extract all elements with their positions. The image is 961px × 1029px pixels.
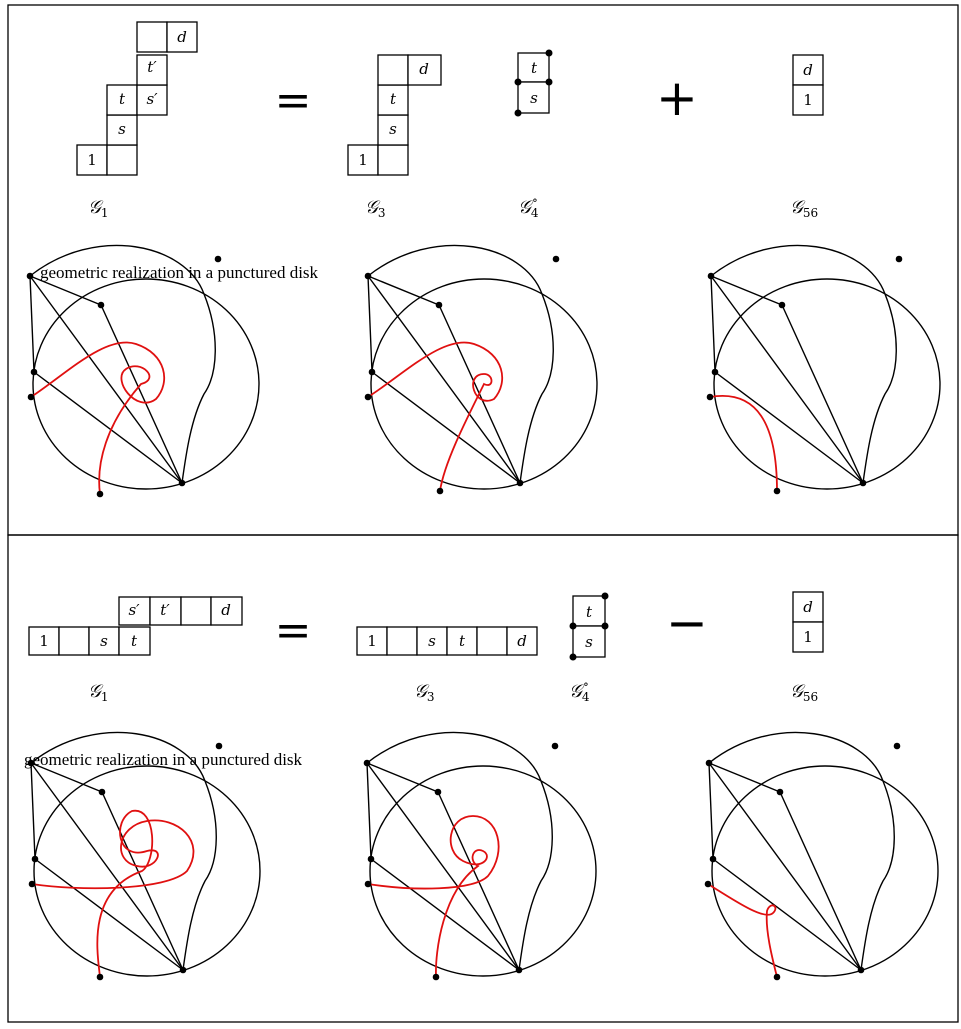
realization-caption: geometric realization in a punctured dis… (40, 263, 319, 282)
corner-dot (601, 592, 609, 600)
red-arc (709, 395, 778, 492)
cell-label: 1 (803, 91, 813, 109)
caption-g1: 𝒢1 (88, 681, 108, 704)
punctured-disk-2 (364, 244, 598, 495)
red-arc (31, 810, 195, 978)
cell-label: s (118, 120, 126, 138)
cell-label: d (177, 28, 187, 46)
cell-label: s′ (128, 601, 140, 619)
cell-label: 1 (87, 151, 97, 169)
punctured-disk-1 (25, 244, 260, 498)
cell-label: d (803, 61, 813, 79)
cell-label: d (517, 632, 527, 650)
cell-label: t′ (147, 58, 157, 76)
young-diagram-g4: t s (569, 592, 609, 661)
red-arc (367, 341, 503, 492)
cell-label: s (530, 89, 538, 107)
cell-label: s (100, 632, 108, 650)
young-diagram-g1: 1 s t s′ t′ d (28, 596, 243, 656)
cell-label: t (586, 603, 593, 621)
panel-subtraction: 1 s t s′ t′ d = 1 s t d t s (7, 534, 959, 1023)
corner-dot (514, 78, 522, 86)
caption-g56: 𝒢56 (790, 197, 818, 220)
minus-sign: − (666, 594, 708, 652)
cell-label: d (419, 60, 429, 78)
red-arc (707, 883, 778, 978)
panel-addition: 1 s t s′ t′ d = 1 s t d t s (7, 4, 959, 536)
punctured-disk-1 (26, 731, 261, 981)
caption-g3: 𝒢3 (414, 681, 434, 704)
punctured-disk-3 (706, 244, 941, 495)
caption-g4-sup: ∘ (532, 193, 538, 207)
caption-g1: 𝒢1 (88, 197, 108, 220)
diagram-captions: 𝒢1 𝒢3 𝒢4 ∘ 𝒢56 (88, 677, 818, 704)
plus-sign: + (656, 69, 698, 127)
cell-label: s (585, 633, 593, 651)
red-arc (30, 341, 165, 495)
cell-label: t (459, 632, 466, 650)
cell-label: t′ (160, 601, 170, 619)
cell-label: 1 (39, 632, 49, 650)
young-diagram-g3: 1 s t d (356, 626, 538, 656)
young-diagram-g1: 1 s t s′ t′ d (76, 21, 198, 176)
caption-g4: 𝒢4 (518, 197, 539, 220)
caption-g56: 𝒢56 (790, 681, 818, 704)
cell-label: s′ (146, 90, 158, 108)
punctured-disk-2 (363, 731, 597, 981)
equals-sign: = (275, 605, 312, 656)
corner-dot (514, 109, 522, 117)
young-diagram-g56: d 1 (792, 54, 824, 116)
cell-label: t (131, 632, 138, 650)
diagram-captions: 𝒢1 𝒢3 𝒢4 ∘ 𝒢56 (88, 193, 818, 220)
cell-label: s (389, 120, 397, 138)
cell-label: d (221, 601, 231, 619)
cell-label: 1 (358, 151, 368, 169)
corner-dot (545, 78, 553, 86)
corner-dot (569, 622, 577, 630)
corner-dot (601, 622, 609, 630)
young-diagram-g3: 1 s t d (347, 54, 442, 176)
corner-dot (545, 49, 553, 57)
caption-g3: 𝒢3 (365, 197, 385, 220)
caption-g4-sup: ∘ (583, 677, 589, 691)
punctured-disk-3 (704, 731, 939, 981)
cell-label: 1 (803, 628, 813, 646)
cell-label: t (531, 59, 538, 77)
caption-g4: 𝒢4 (569, 681, 590, 704)
panel-border (7, 534, 959, 1023)
red-arc (367, 815, 500, 978)
young-diagram-g56: d 1 (792, 591, 824, 653)
cell-label: d (803, 598, 813, 616)
cell-label: s (428, 632, 436, 650)
cell-label: 1 (367, 632, 377, 650)
equals-sign: = (275, 75, 312, 126)
young-diagram-g4: t s (514, 49, 553, 117)
cell-label: t (119, 90, 126, 108)
corner-dot (569, 653, 577, 661)
realization-caption: geometric realization in a punctured dis… (24, 750, 303, 769)
cell-label: t (390, 90, 397, 108)
